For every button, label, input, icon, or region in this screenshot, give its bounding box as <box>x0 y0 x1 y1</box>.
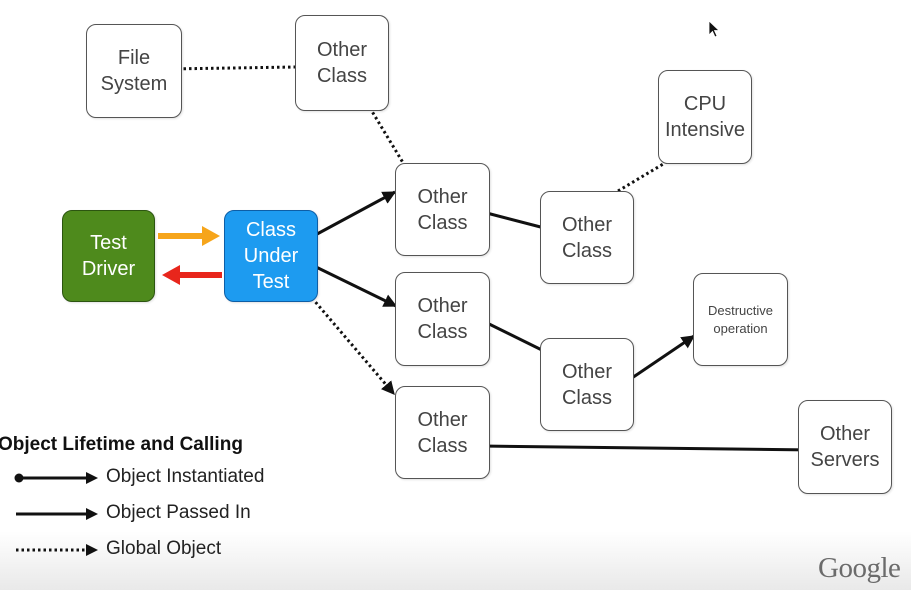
legend-label: Object Instantiated <box>106 466 265 487</box>
node-test-driver: Test Driver <box>62 210 155 302</box>
passed-edge-servers <box>480 443 817 457</box>
node-other-class-c: Other Class <box>540 191 634 284</box>
node-label: Destructive operation <box>707 302 774 336</box>
legend-row-instantiated: Object Instantiated <box>0 462 320 498</box>
legend-row-global: Global Object <box>0 534 320 570</box>
node-destructive-operation: Destructive operation <box>693 273 788 366</box>
mouse-cursor-icon <box>708 20 720 38</box>
node-label: File System <box>100 47 168 95</box>
node-other-class-b: Other Class <box>395 272 490 366</box>
global-edge-filesystem <box>166 62 297 76</box>
node-label: CPU Intensive <box>664 93 746 141</box>
global-arrow-icon <box>16 544 98 556</box>
google-logo: Google <box>818 552 901 584</box>
node-label: Class Under Test <box>243 219 299 293</box>
node-label: Other Class <box>561 360 613 409</box>
legend-row-passed-in: Object Passed In <box>0 498 320 534</box>
node-label: Other Class <box>417 295 468 343</box>
passed-edge-b <box>313 264 398 308</box>
passed-arrow-icon <box>16 508 98 520</box>
node-other-class-e: Other Class <box>395 386 490 479</box>
call-arrow <box>158 226 220 246</box>
node-class-under-test: Class Under Test <box>224 210 318 302</box>
legend-label: Global Object <box>106 538 222 559</box>
node-label: Other Class <box>417 185 468 234</box>
node-label: Other Servers <box>810 423 880 471</box>
global-edge-other-top <box>368 107 410 172</box>
legend-label: Object Passed In <box>106 502 251 523</box>
node-other-servers: Other Servers <box>798 400 892 494</box>
legend-title: Object Lifetime and Calling <box>0 434 243 455</box>
return-arrow <box>162 265 222 285</box>
global-edge-other-e <box>310 297 396 396</box>
node-label: Other Class <box>417 408 468 457</box>
node-label: Test Driver <box>81 232 136 280</box>
node-other-class-a: Other Class <box>395 163 490 256</box>
node-file-system: File System <box>86 24 182 118</box>
node-cpu-intensive: CPU Intensive <box>658 70 752 164</box>
legend: Object Lifetime and Calling Object Insta… <box>0 434 320 570</box>
node-label: Other Class <box>316 39 368 87</box>
node-other-class-d: Other Class <box>540 338 634 431</box>
node-other-class-top: Other Class <box>295 15 389 111</box>
instantiated-arrow-icon <box>14 472 98 484</box>
node-label: Other Class <box>561 213 613 262</box>
